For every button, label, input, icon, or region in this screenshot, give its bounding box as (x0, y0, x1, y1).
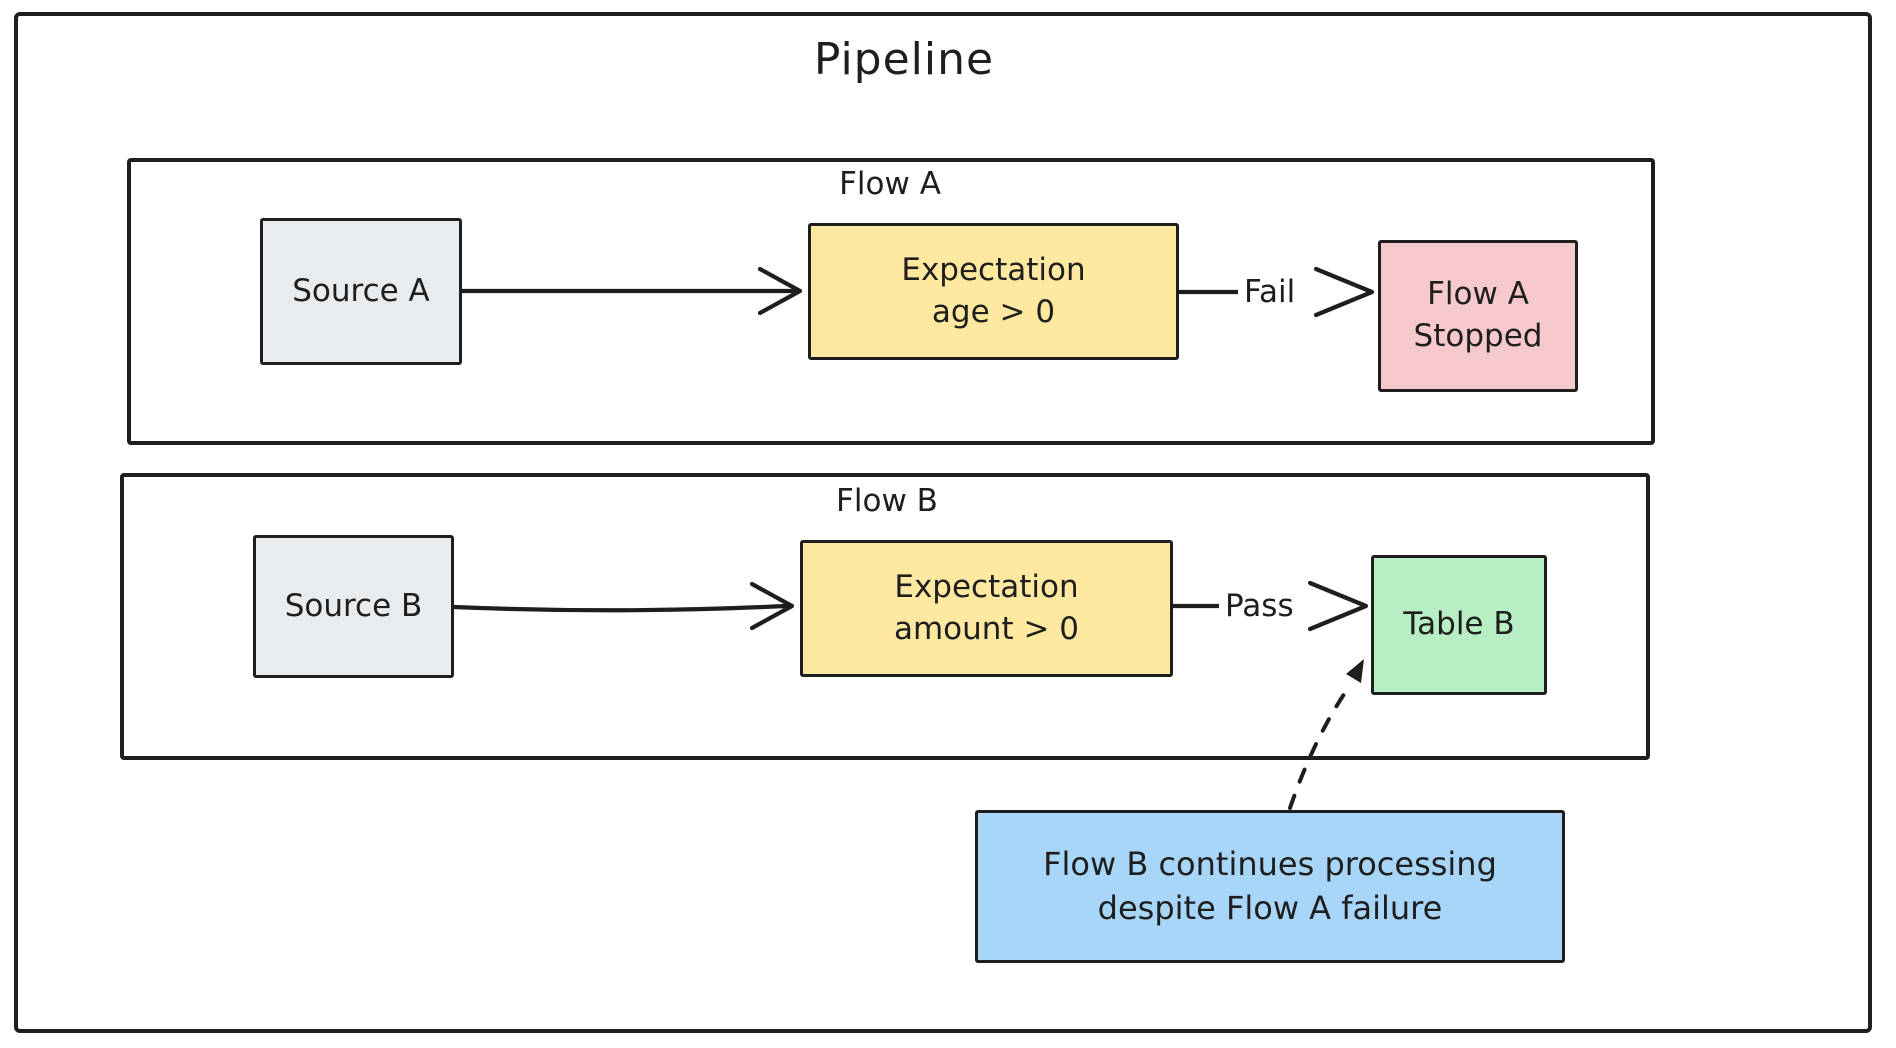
pipeline-title: Pipeline (813, 34, 995, 85)
expectation-b-label-line2: amount > 0 (893, 610, 1080, 647)
flow-a-label: Flow A (839, 166, 941, 202)
expectation-b-node: Expectation amount > 0 (800, 540, 1173, 677)
expectation-a-label-line2: age > 0 (931, 293, 1056, 330)
fail-edge-label: Fail (1238, 273, 1302, 312)
pipeline-frame (14, 12, 1872, 1033)
source-a-node: Source A (260, 218, 462, 365)
flow-b-frame (120, 473, 1650, 760)
annotation-note: Flow B continues processing despite Flow… (975, 810, 1565, 963)
flow-b-label: Flow B (836, 483, 938, 519)
flow-a-stopped-label-line1: Flow A (1427, 276, 1529, 313)
table-b-node: Table B (1371, 555, 1547, 695)
source-b-label: Source B (284, 587, 423, 624)
expectation-a-node: Expectation age > 0 (808, 223, 1179, 360)
source-a-label: Source A (292, 272, 430, 309)
flow-a-stopped-label-line2: Stopped (1413, 318, 1543, 354)
table-b-label: Table B (1403, 606, 1515, 643)
source-b-node: Source B (253, 535, 454, 678)
expectation-a-label-line1: Expectation (901, 251, 1086, 288)
flow-a-stopped-node: Flow A Stopped (1378, 240, 1578, 392)
annotation-text-line1: Flow B continues processing (1043, 845, 1497, 884)
pass-edge-label: Pass (1219, 587, 1300, 626)
expectation-b-label-line1: Expectation (894, 568, 1079, 605)
annotation-text-line2: despite Flow A failure (1097, 888, 1443, 927)
flow-a-frame (127, 158, 1655, 445)
